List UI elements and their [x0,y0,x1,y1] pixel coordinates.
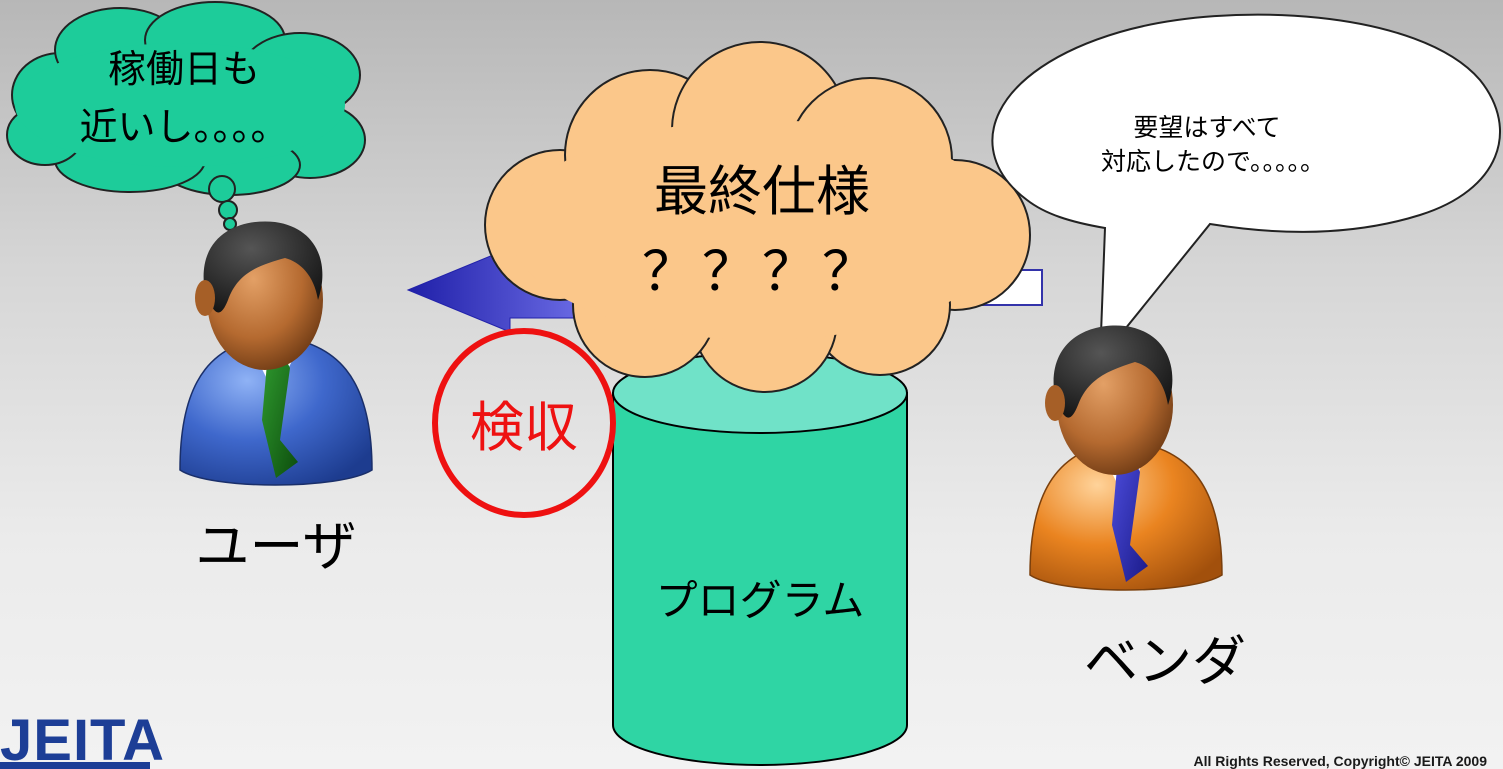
thought-line-2: 近いし。。。。 [79,105,288,149]
cloud-question: ？？？？ [642,240,882,303]
vendor-speech-bubble: 要望はすべて 対応したので。。。。。 [991,13,1501,363]
final-spec-cloud: 最終仕様 ？？？？ [484,41,1031,393]
thought-line-1: 稼働日も [108,47,260,91]
speech-line-2: 対応したので。。。。。 [1101,147,1325,176]
jeita-logo: JEITA [0,708,165,769]
speech-bubble-shape [991,13,1501,363]
jeita-logo-text: JEITA [0,708,165,769]
acceptance-marker: 検収 [432,328,616,518]
program-cylinder: プログラム [612,352,908,766]
cloud-title: 最終仕様 [654,160,870,223]
vendor-label: ベンダ [1084,630,1246,693]
user-label: ユーザ [196,515,357,578]
acceptance-label: 検収 [470,396,578,459]
speech-line-1: 要望はすべて [1133,113,1280,142]
vendor-avatar-icon [1029,325,1223,591]
cylinder-body [612,392,908,766]
user-avatar-icon [179,221,373,486]
program-label: プログラム [656,576,865,625]
jeita-logo-underline [0,762,150,769]
acceptance-circle [432,328,616,518]
copyright-notice: All Rights Reserved, Copyright© JEITA 20… [1193,753,1487,769]
user-thought-bubble: 稼働日も 近いし。。。。 [6,1,366,231]
